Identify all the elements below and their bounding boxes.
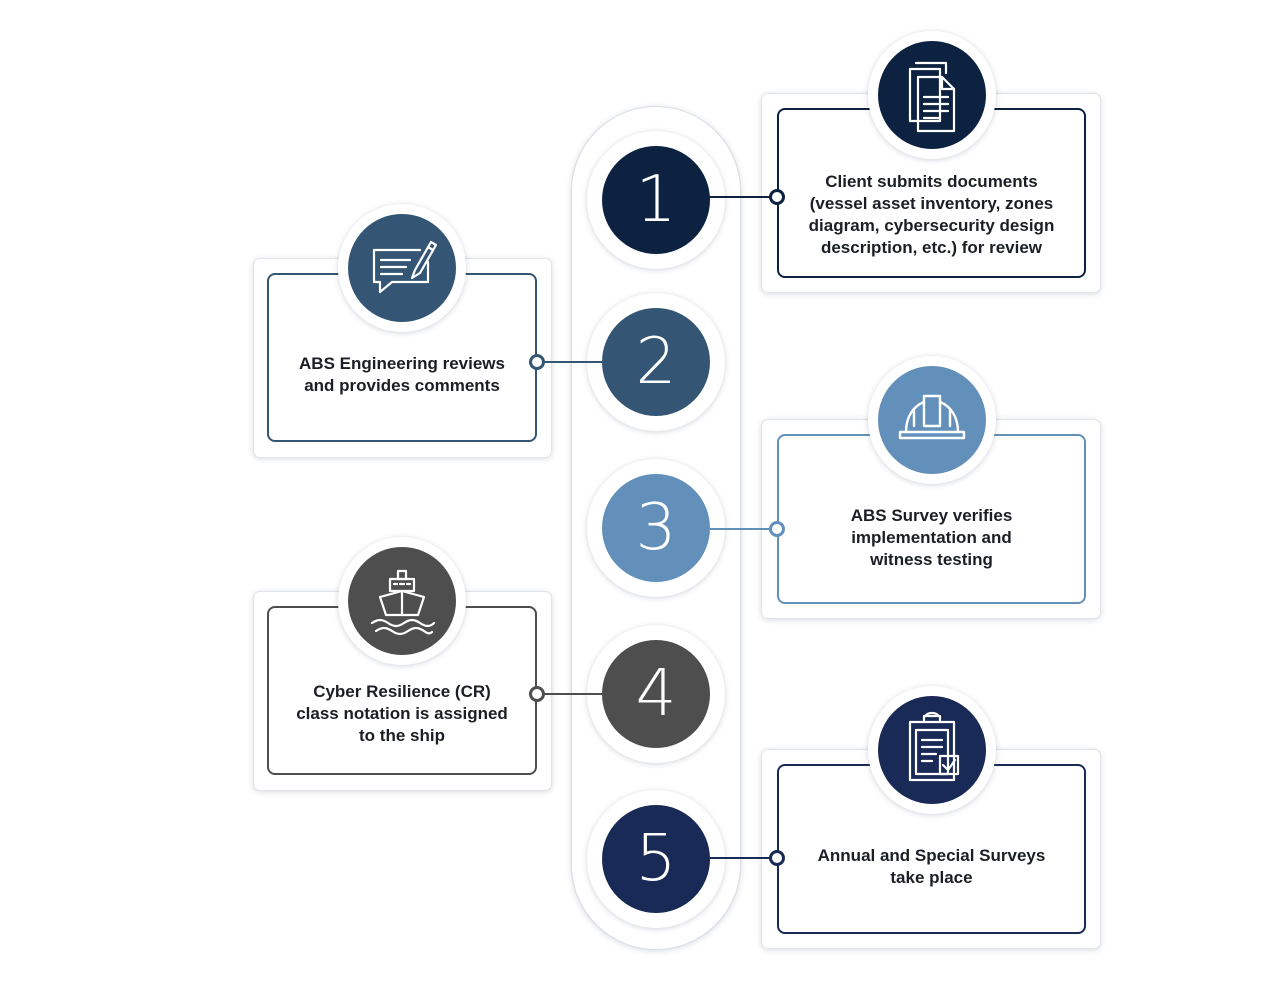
step-2-icon-badge (348, 214, 456, 322)
step-5-icon-badge (878, 696, 986, 804)
step-5-connector-dot (769, 850, 785, 866)
step-4-line-3: to the ship (359, 726, 445, 745)
step-3-line-2: implementation and (851, 528, 1012, 547)
step-4-icon-badge (348, 547, 456, 655)
step-3-description: ABS Survey verifies implementation and w… (779, 505, 1084, 571)
step-1-line-1: Client submits documents (825, 172, 1038, 191)
step-3-connector (708, 528, 776, 530)
step-2-description: ABS Engineering reviews and provides com… (269, 353, 535, 397)
step-5-line-2: take place (890, 868, 973, 887)
step-1-connector-dot (769, 189, 785, 205)
step-2-connector (540, 361, 604, 363)
step-1-line-3: diagram, cybersecurity design (808, 216, 1055, 235)
step-4-line-2: class notation is assigned (296, 704, 508, 723)
ship-icon (370, 569, 436, 636)
step-3-line-3: witness testing (870, 550, 993, 569)
step-2-line-1: ABS Engineering reviews (299, 354, 505, 373)
step-5-description: Annual and Special Surveys take place (779, 845, 1084, 889)
step-4-number: 4 (602, 640, 710, 748)
step-1-connector (708, 196, 776, 198)
step-4-connector-dot (529, 686, 545, 702)
step-3-number: 3 (602, 474, 710, 582)
step-2-connector-dot (529, 354, 545, 370)
step-4-line-1: Cyber Resilience (CR) (313, 682, 491, 701)
step-1-line-4: description, etc.) for review (820, 238, 1043, 257)
step-1-line-2: (vessel asset inventory, zones (809, 194, 1054, 213)
hard-hat-icon (898, 394, 966, 440)
step-4-connector (540, 693, 604, 695)
step-1-icon-badge (878, 41, 986, 149)
review-comment-icon (372, 240, 438, 294)
documents-icon (908, 61, 956, 133)
step-4-description: Cyber Resilience (CR) class notation is … (269, 681, 535, 747)
step-1-description: Client submits documents (vessel asset i… (779, 171, 1084, 259)
step-3-connector-dot (769, 521, 785, 537)
step-5-connector (708, 857, 776, 859)
step-3-icon-badge (878, 366, 986, 474)
step-1-number: 1 (602, 146, 710, 254)
step-3-line-1: ABS Survey verifies (850, 506, 1013, 525)
step-5-line-1: Annual and Special Surveys (817, 846, 1046, 865)
step-2-number: 2 (602, 308, 710, 416)
step-5-number: 5 (602, 805, 710, 913)
step-2-line-2: and provides comments (304, 376, 500, 395)
clipboard-check-icon (908, 711, 960, 782)
